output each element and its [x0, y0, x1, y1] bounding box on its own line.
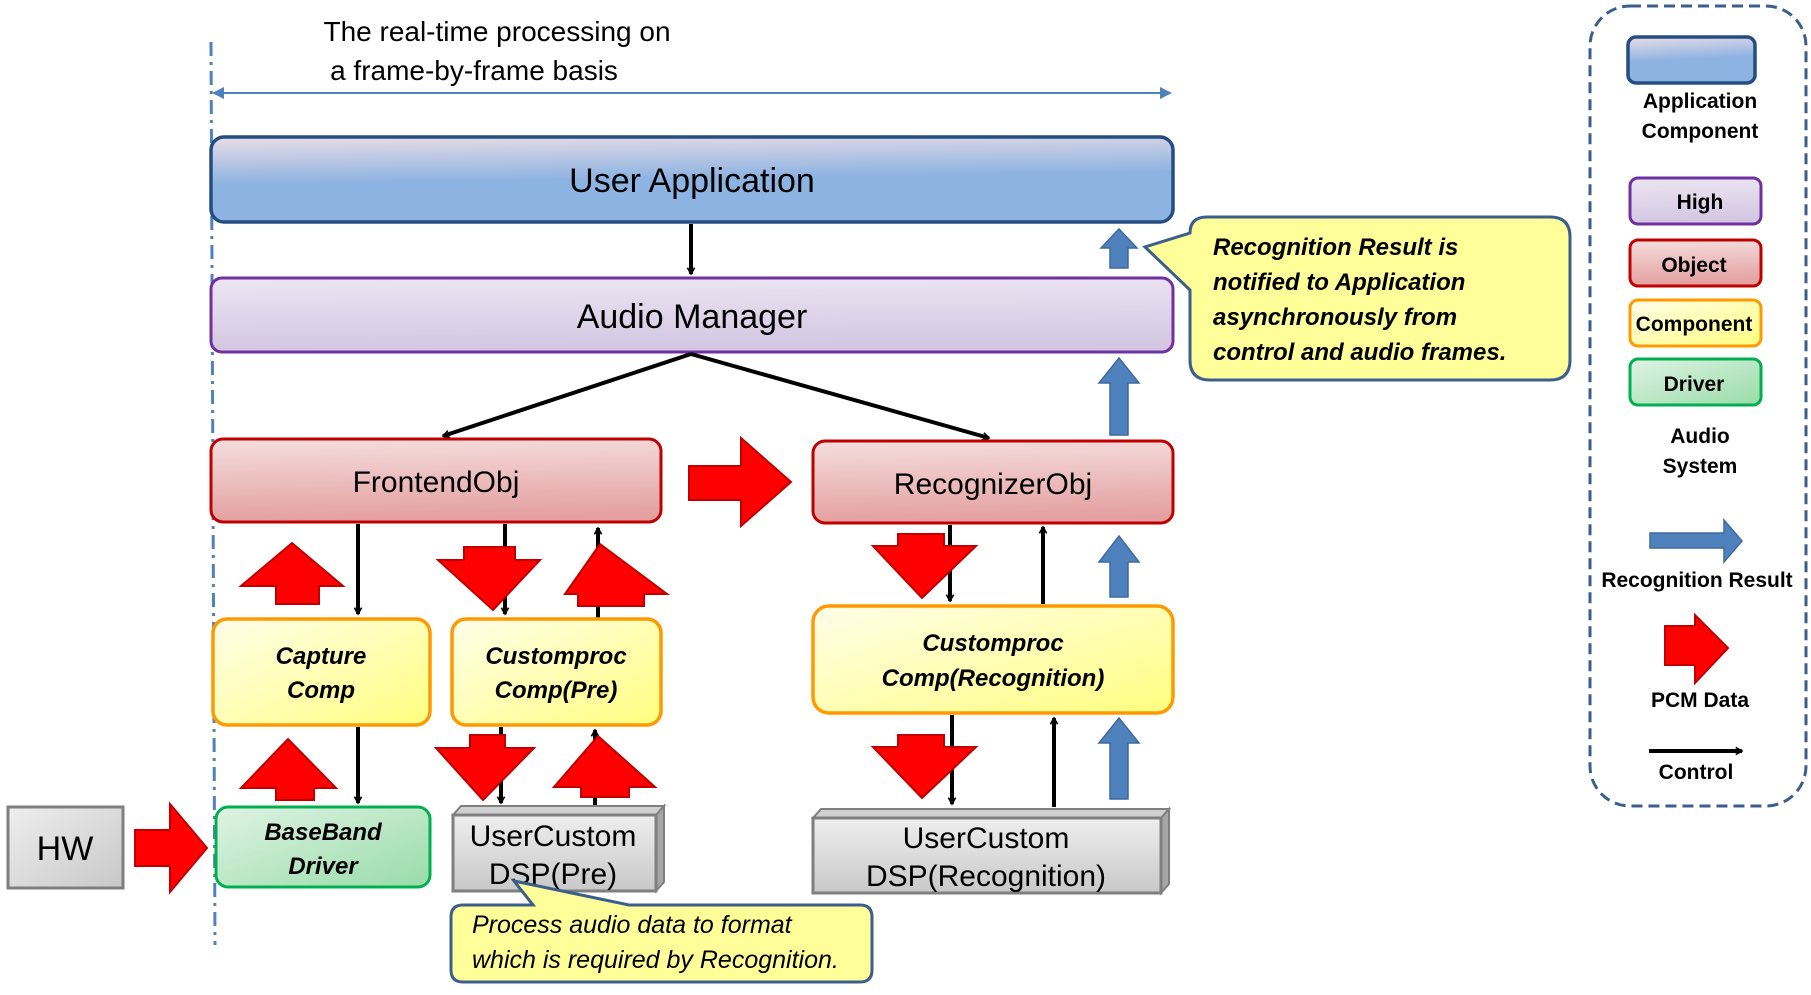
- pcm-arrow-customproc-pre-to-dsp-pre: [433, 734, 537, 802]
- legend-swatch-application: [1626, 35, 1757, 85]
- customproc-comp-recognition-label-line-1: Customproc: [922, 630, 1063, 657]
- pcm-arrow-dsp-pre-to-customproc-pre: [551, 734, 658, 798]
- legend-application-line-1: Application: [1643, 90, 1757, 113]
- pcm-arrow-customproc-pre-to-frontend: [563, 542, 671, 607]
- recognition-result-callout-line-3: asynchronously from: [1213, 304, 1457, 331]
- legend-audio-system-line-1: Audio: [1670, 425, 1729, 448]
- legend-component-label: Component: [1636, 313, 1753, 336]
- audio-manager-label: Audio Manager: [577, 298, 808, 336]
- usercustom-dsp-recognition-label-line-2: DSP(Recognition): [866, 860, 1106, 893]
- title-line-2: a frame-by-frame basis: [330, 55, 618, 86]
- legend-recognition-result-arrow-icon: [1649, 517, 1743, 565]
- usercustom-dsp-recognition-block: UserCustom DSP(Recognition): [810, 806, 1172, 896]
- legend-swatch-driver: [1628, 357, 1763, 407]
- pcm-arrow-comp-recognition-to-dsp-recognition: [870, 734, 979, 800]
- usercustom-dsp-pre-label-line-1: UserCustom: [470, 820, 637, 853]
- customproc-comp-pre-block: Customproc Comp(Pre): [450, 617, 663, 727]
- pcm-arrow-recognizer-to-comp-recognition: [870, 533, 979, 600]
- legend-swatch-object: [1628, 238, 1763, 288]
- hw-label: HW: [37, 830, 94, 868]
- capture-comp-label-line-1: Capture: [276, 643, 367, 670]
- result-arrow-to-comp-recognition: [1097, 716, 1141, 800]
- legend-border: [1588, 4, 1808, 808]
- recognition-result-callout-line-1: Recognition Result is: [1213, 234, 1458, 261]
- process-audio-callout-line-1: Process audio data to format: [472, 911, 793, 939]
- capture-comp-block: Capture Comp: [211, 617, 432, 727]
- customproc-comp-pre-label-line-2: Comp(Pre): [495, 677, 618, 704]
- baseband-driver-label-line-2: Driver: [288, 853, 359, 880]
- frontend-obj-label: FrontendObj: [353, 466, 520, 499]
- customproc-comp-recognition-label-line-2: Comp(Recognition): [882, 665, 1105, 692]
- baseband-driver-block: BaseBand Driver: [214, 805, 432, 889]
- pcm-arrow-capture-to-frontend: [238, 541, 346, 605]
- result-arrow-to-application: [1099, 227, 1139, 269]
- control-arrow-manager-to-frontend: [441, 352, 692, 439]
- legend-application-line-2: Component: [1642, 120, 1759, 143]
- legend-recognition-result-label: Recognition Result: [1601, 569, 1792, 592]
- process-audio-callout-line-2: which is required by Recognition.: [472, 946, 839, 974]
- recognition-result-callout-line-4: control and audio frames.: [1213, 339, 1506, 366]
- legend-high-label: High: [1677, 191, 1724, 214]
- pcm-arrow-driver-to-capture: [238, 737, 339, 801]
- customproc-comp-pre-label-line-1: Customproc: [485, 643, 626, 670]
- hw-block: HW: [6, 805, 125, 890]
- usercustom-dsp-pre-label-line-2: DSP(Pre): [489, 858, 617, 891]
- recognition-result-callout: Recognition Result is notified to Applic…: [1142, 215, 1572, 382]
- customproc-comp-recognition-block: Customproc Comp(Recognition): [811, 604, 1175, 715]
- recognizer-obj-block: RecognizerObj: [811, 439, 1175, 525]
- legend-swatch-component: [1628, 298, 1763, 348]
- legend-audio-system-line-2: System: [1663, 455, 1738, 478]
- audio-manager-block: Audio Manager: [209, 276, 1175, 354]
- user-application-label: User Application: [569, 162, 815, 200]
- result-arrow-to-recognizer: [1097, 534, 1141, 598]
- recognizer-obj-label: RecognizerObj: [894, 468, 1092, 501]
- capture-comp-label-line-2: Comp: [287, 677, 355, 704]
- legend-object-label: Object: [1661, 254, 1726, 277]
- pcm-arrow-hw-to-driver: [134, 801, 209, 895]
- usercustom-dsp-recognition-label-line-1: UserCustom: [903, 822, 1070, 855]
- title-line-1: The real-time processing on: [323, 16, 670, 47]
- user-application-block: User Application: [209, 135, 1175, 224]
- legend-control-label: Control: [1659, 761, 1734, 784]
- pcm-arrow-frontend-to-customproc-pre: [435, 546, 543, 612]
- legend-pcm-data-label: PCM Data: [1651, 689, 1749, 712]
- timeline-arrow: [212, 87, 1172, 99]
- usercustom-dsp-pre-block: UserCustom DSP(Pre): [450, 803, 667, 894]
- legend-driver-label: Driver: [1664, 373, 1725, 396]
- process-audio-callout: Process audio data to format which is re…: [449, 878, 874, 984]
- legend-swatch-high: [1628, 176, 1763, 226]
- result-arrow-to-manager: [1097, 356, 1141, 436]
- control-arrow-manager-to-recognizer: [690, 352, 991, 441]
- baseband-driver-label-line-1: BaseBand: [264, 819, 383, 846]
- pcm-data-arrow-frontend-to-recognizer: [688, 435, 793, 529]
- recognition-result-callout-line-2: notified to Application: [1213, 269, 1465, 296]
- frontend-obj-block: FrontendObj: [209, 437, 663, 524]
- legend: Application Component High Object Compon…: [1588, 4, 1808, 808]
- legend-pcm-data-arrow-icon: [1664, 612, 1730, 686]
